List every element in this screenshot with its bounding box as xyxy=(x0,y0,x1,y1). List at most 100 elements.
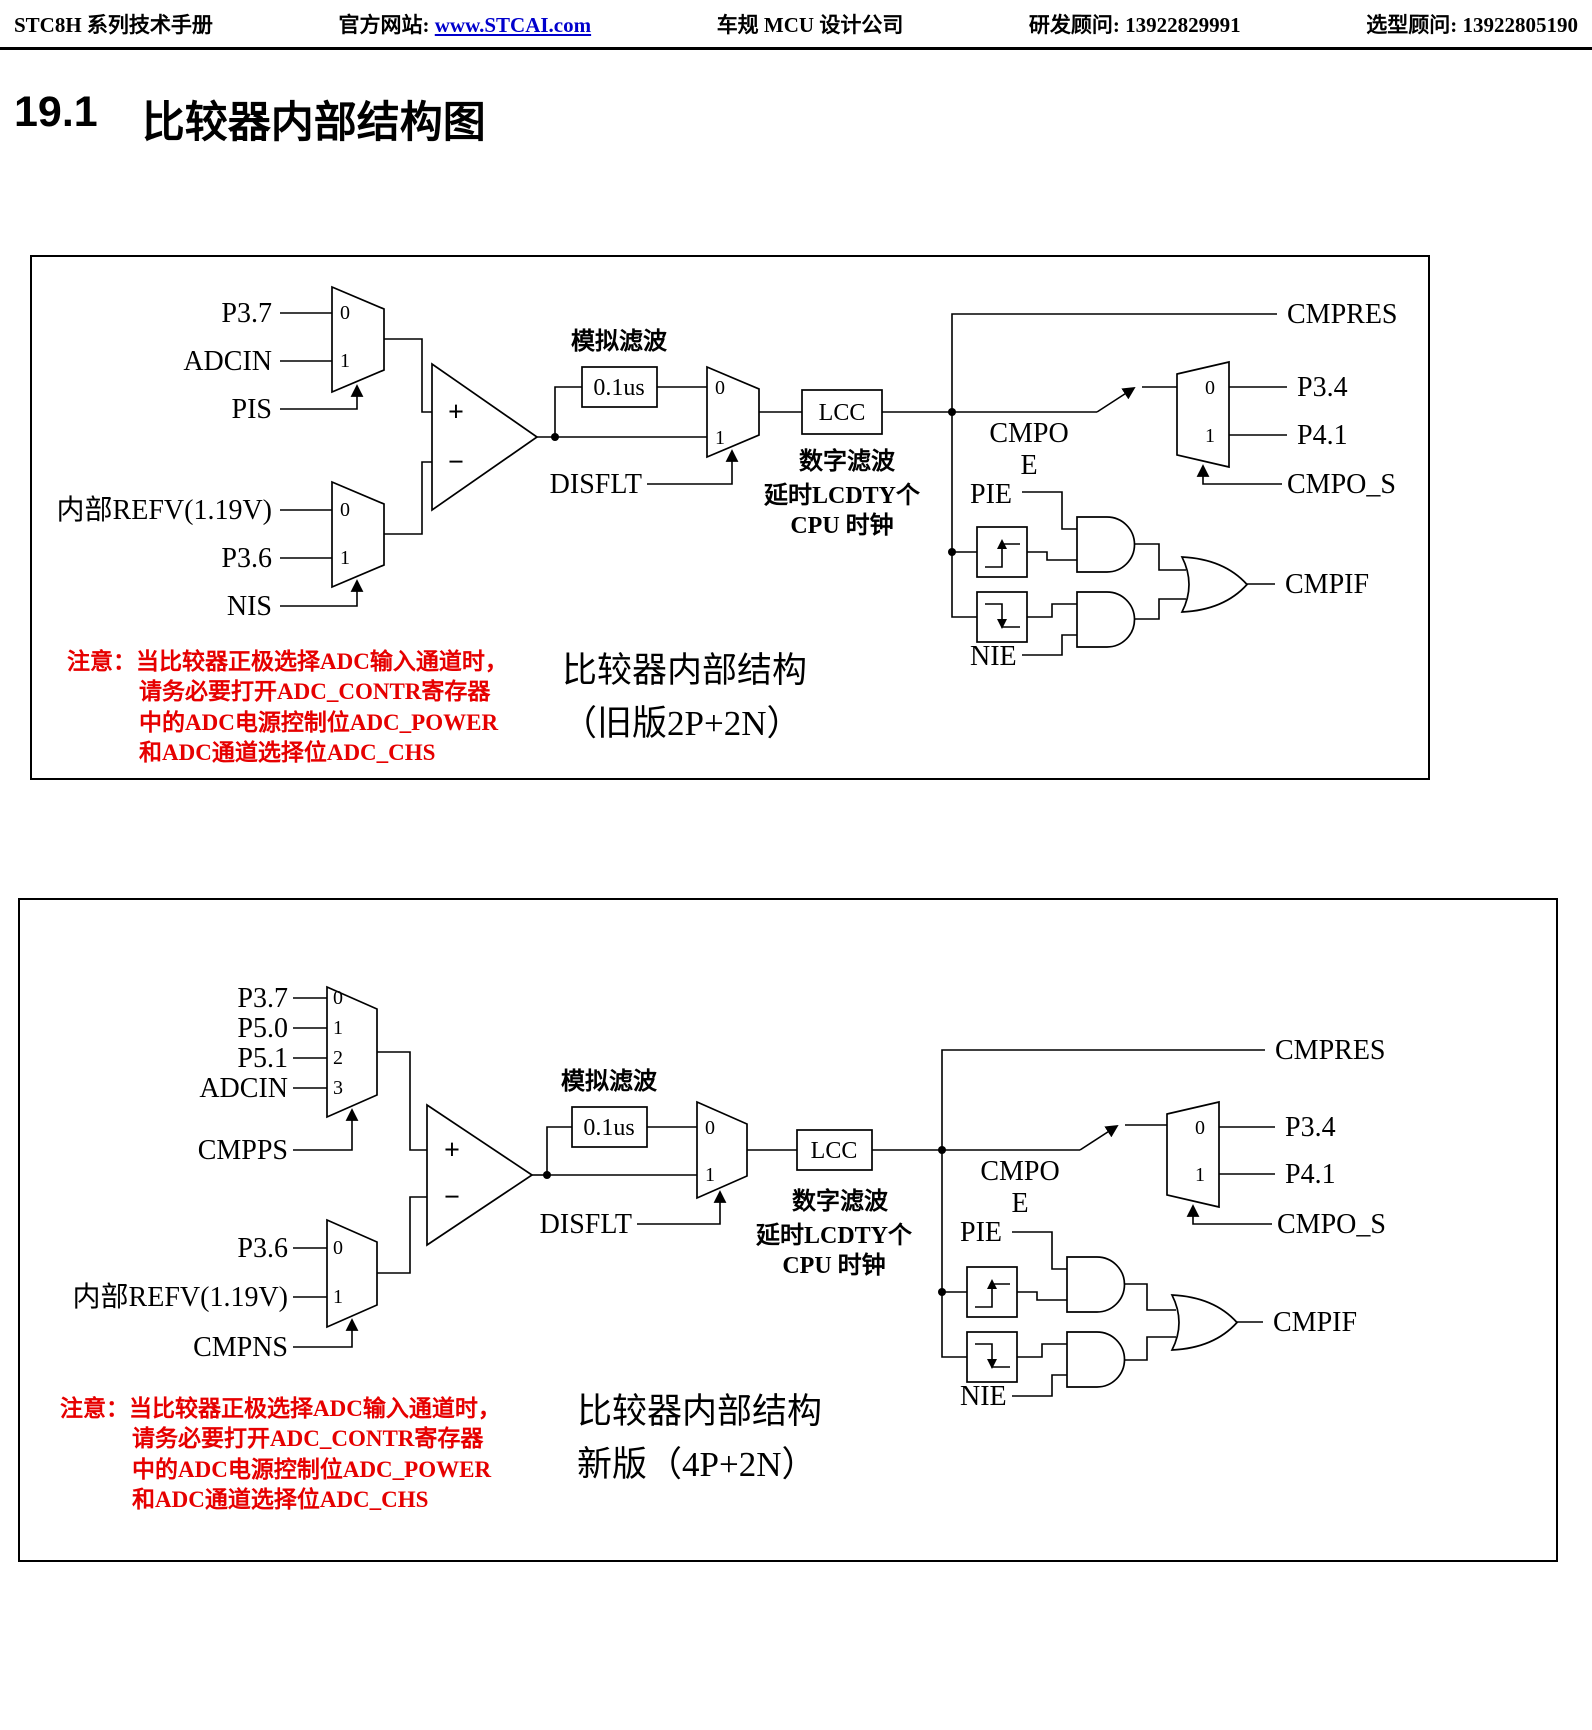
note-line: 和ADC通道选择位ADC_CHS xyxy=(132,1487,429,1513)
rising-edge-icon xyxy=(975,1283,1010,1308)
wires xyxy=(293,997,1275,1397)
note-prefix: 注意： xyxy=(67,649,136,674)
mux-index-label: 1 xyxy=(1205,425,1215,447)
pie-label: PIE xyxy=(960,1217,1002,1248)
and-gate-falling xyxy=(1076,591,1136,648)
filter-time-label: 0.1us xyxy=(583,1115,634,1141)
and-gate-rising xyxy=(1076,516,1136,573)
falling-edge-box xyxy=(976,591,1028,643)
analog-filter-label: 模拟滤波 xyxy=(571,328,668,355)
note-line: 请务必要打开ADC_CONTR寄存器 xyxy=(139,679,491,705)
header-manual-title: STC8H 系列技术手册 xyxy=(14,12,213,37)
falling-edge-icon xyxy=(975,1343,1010,1368)
lcc-box xyxy=(801,389,883,435)
note-line: 和ADC通道选择位ADC_CHS xyxy=(139,740,436,766)
lcc-label: LCC xyxy=(811,1138,858,1164)
filter-bypass-mux xyxy=(706,365,760,459)
nie-label: NIE xyxy=(970,641,1017,672)
digital-filter-label: 延时LCDTY个 xyxy=(755,1222,913,1249)
cmpif-label: CMPIF xyxy=(1273,1307,1357,1338)
header-website-link[interactable]: www.STCAI.com xyxy=(434,12,592,37)
lcc-box xyxy=(796,1129,873,1171)
falling-edge-box xyxy=(966,1331,1018,1383)
note-prefix: 注意： xyxy=(60,1396,129,1421)
cmpo-s-label: CMPO_S xyxy=(1287,469,1396,500)
digital-filter-label: 数字滤波 xyxy=(799,447,896,475)
neg-input-label: P3.6 xyxy=(221,543,272,574)
mux-index-label: 1 xyxy=(705,1164,715,1186)
digital-filter-label: CPU 时钟 xyxy=(782,1252,885,1279)
diagram-old-box: P3.7 ADCIN PIS 内部REFV(1.19V) P3.6 NIS 0 … xyxy=(30,255,1430,780)
analog-filter-box xyxy=(581,366,658,408)
mux-index-label: 1 xyxy=(715,427,725,449)
junction-dot xyxy=(938,1288,946,1296)
pos-select-label: PIS xyxy=(232,394,272,425)
neg-select-label: CMPNS xyxy=(193,1332,288,1363)
junction-dot xyxy=(938,1146,946,1154)
filter-time-label: 0.1us xyxy=(593,375,644,401)
digital-filter-label: 延时LCDTY个 xyxy=(763,482,921,509)
cmpres-label: CMPRES xyxy=(1287,299,1398,330)
cmpoe-label: CMPO xyxy=(980,1156,1059,1187)
adc-note: 注意：当比较器正极选择ADC输入通道时， 请务必要打开ADC_CONTR寄存器 … xyxy=(67,647,508,768)
mux-index-label: 0 xyxy=(340,499,350,521)
wires xyxy=(280,312,1287,656)
falling-edge-arrow-icon xyxy=(997,619,1007,629)
note-line: 请务必要打开ADC_CONTR寄存器 xyxy=(132,1426,484,1452)
mux-index-label: 0 xyxy=(715,377,725,399)
disflt-label: DISFLT xyxy=(540,1209,632,1240)
section-heading-text: 比较器内部结构图 xyxy=(141,99,486,147)
comparator-minus: − xyxy=(444,1182,460,1213)
diagram-caption: 比较器内部结构 新版（4P+2N） xyxy=(577,1386,822,1491)
lcc-label: LCC xyxy=(819,400,866,426)
output-pin-mux xyxy=(1176,360,1230,469)
or-gate xyxy=(1180,556,1249,613)
mux-index-label: 1 xyxy=(1195,1164,1205,1186)
mux-index-label: 0 xyxy=(333,987,343,1009)
output-pin-label: P3.4 xyxy=(1297,372,1348,403)
neg-input-label: 内部REFV(1.19V) xyxy=(57,494,272,526)
comparator xyxy=(426,1103,534,1247)
cmpo-s-label: CMPO_S xyxy=(1277,1209,1386,1240)
pos-input-label: ADCIN xyxy=(183,346,272,377)
section-number: 19.1 xyxy=(14,88,98,136)
rising-edge-icon xyxy=(985,543,1020,568)
diagram-old-svg: P3.7 ADCIN PIS 内部REFV(1.19V) P3.6 NIS 0 … xyxy=(57,285,1398,672)
output-pin-label: P4.1 xyxy=(1285,1159,1336,1190)
nie-label: NIE xyxy=(960,1381,1007,1412)
caption-line: （旧版2P+2N） xyxy=(562,703,802,743)
note-line: 当比较器正极选择ADC输入通道时， xyxy=(136,649,508,674)
note-line: 中的ADC电源控制位ADC_POWER xyxy=(139,709,499,735)
header-website-label: 官方网站: xyxy=(338,12,430,37)
rising-edge-arrow-icon xyxy=(987,1279,997,1289)
header-website: 官方网站: www.STCAI.com xyxy=(339,9,592,39)
caption-line: 新版（4P+2N） xyxy=(577,1444,817,1484)
mux-index-label: 1 xyxy=(340,350,350,372)
mux-index-label: 2 xyxy=(333,1047,343,1069)
mux-index-label: 1 xyxy=(333,1286,343,1308)
or-gate xyxy=(1170,1294,1239,1351)
output-pin-mux xyxy=(1166,1100,1220,1209)
neg-input-label: P3.6 xyxy=(237,1233,288,1264)
mux-index-label: 1 xyxy=(333,1017,343,1039)
mux-index-label: 0 xyxy=(333,1237,343,1259)
falling-edge-arrow-icon xyxy=(987,1359,997,1369)
header-company: 车规 MCU 设计公司 xyxy=(716,12,904,37)
pos-input-label: P3.7 xyxy=(237,983,288,1014)
disflt-label: DISFLT xyxy=(550,469,642,500)
cmpoe-label: CMPO xyxy=(989,418,1068,449)
output-pin-label: P4.1 xyxy=(1297,420,1348,451)
digital-filter-label: CPU 时钟 xyxy=(790,512,893,539)
page-header: STC8H 系列技术手册 官方网站: www.STCAI.com 车规 MCU … xyxy=(0,0,1592,50)
pos-input-mux xyxy=(331,285,385,394)
pos-input-label: P5.1 xyxy=(237,1043,288,1074)
cmpoe-switch-icon xyxy=(1096,386,1136,413)
cmpoe-label: E xyxy=(1020,450,1037,481)
pos-select-label: CMPPS xyxy=(198,1135,288,1166)
rising-edge-box xyxy=(966,1266,1018,1318)
diagram-new-box: P3.7 P5.0 P5.1 ADCIN CMPPS P3.6 内部REFV(1… xyxy=(18,898,1558,1562)
pos-input-label: ADCIN xyxy=(199,1073,288,1104)
and-gate-falling xyxy=(1066,1331,1126,1388)
mux-index-label: 0 xyxy=(705,1117,715,1139)
rising-edge-box xyxy=(976,526,1028,578)
